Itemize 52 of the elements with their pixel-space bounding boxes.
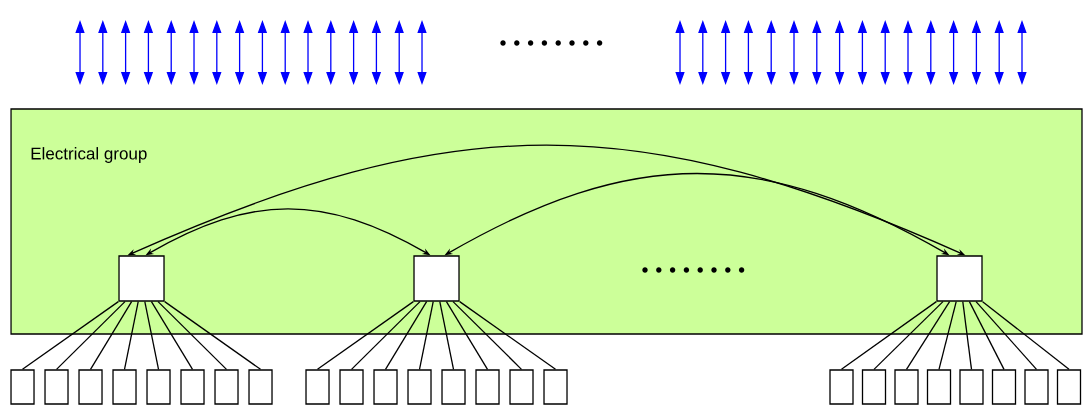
link-line: [384, 301, 428, 370]
host-box: [829, 369, 854, 405]
link-line: [873, 301, 944, 370]
switch-box: [118, 255, 165, 302]
host-box: [407, 369, 432, 405]
link-line: [150, 301, 194, 370]
host-box: [959, 369, 984, 405]
link-line: [452, 301, 523, 370]
link-line: [445, 301, 489, 370]
link-line: [968, 301, 1005, 370]
host-box: [146, 369, 171, 405]
group-panel: Electrical group: [10, 108, 1083, 335]
switch-box: [413, 255, 460, 302]
link-line: [982, 301, 1070, 370]
host-box: [861, 369, 887, 405]
host-box: [44, 369, 69, 405]
link-line: [55, 301, 126, 370]
host-box: [248, 369, 273, 405]
link-line: [164, 301, 262, 370]
link-line: [962, 301, 973, 370]
host-box: [475, 369, 500, 405]
host-box: [10, 369, 35, 405]
link-line: [938, 301, 957, 370]
link-line: [21, 301, 120, 370]
link-line: [157, 301, 228, 370]
host-box: [894, 369, 919, 405]
host-box: [373, 369, 398, 405]
host-box: [926, 369, 952, 405]
host-box: [543, 369, 568, 405]
host-box: [1056, 369, 1082, 405]
link-line: [89, 301, 133, 370]
host-box: [1024, 369, 1049, 405]
host-box: [214, 369, 239, 405]
host-box: [991, 369, 1017, 405]
host-box: [339, 369, 364, 405]
link-line: [840, 301, 937, 370]
link-line: [439, 301, 455, 370]
host-box: [180, 369, 205, 405]
link-line: [123, 301, 139, 370]
link-line: [418, 301, 434, 370]
host-box: [78, 369, 103, 405]
host-box: [112, 369, 137, 405]
host-box: [509, 369, 534, 405]
host-box: [441, 369, 466, 405]
link-line: [975, 301, 1038, 370]
link-line: [316, 301, 414, 370]
link-line: [144, 301, 160, 370]
link-line: [350, 301, 421, 370]
link-line: [905, 301, 951, 370]
switch-box: [936, 255, 983, 302]
link-line: [459, 301, 557, 370]
host-box: [305, 369, 330, 405]
